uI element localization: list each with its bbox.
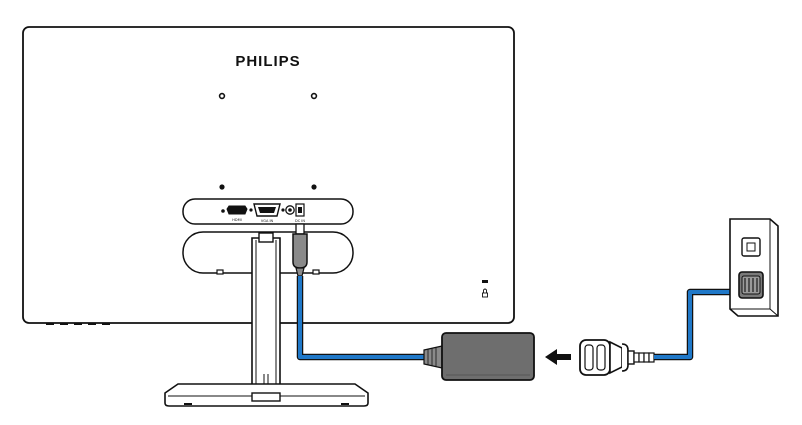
vga-port[interactable]: VGA IN <box>249 203 285 223</box>
stand-mount-clips <box>216 269 320 275</box>
mount-hole <box>311 184 317 190</box>
hdmi-port[interactable]: HDMI <box>226 205 248 222</box>
mount-hole <box>219 184 225 190</box>
dc-plug <box>292 223 308 277</box>
mount-hole <box>310 92 318 100</box>
vga-port-label: VGA IN <box>261 219 274 223</box>
wall-outlet <box>729 218 779 317</box>
brand-logo: PHILIPS <box>235 53 300 70</box>
dc-in-port-label: DC IN <box>295 219 305 223</box>
hdmi-port-label: HDMI <box>232 218 241 222</box>
wall-plate <box>729 218 779 317</box>
mount-hole <box>218 92 226 100</box>
monitor-stand <box>164 232 369 407</box>
dc-in-port[interactable]: DC IN <box>295 203 305 223</box>
lower-holes <box>219 184 317 190</box>
adapter-brick <box>441 332 535 381</box>
indicator-dot <box>221 209 225 213</box>
kensington-lock-icon <box>482 280 488 298</box>
dc-cable <box>296 276 424 361</box>
audio-port[interactable] <box>285 205 295 215</box>
arrow-left-icon <box>545 349 571 365</box>
power-adapter <box>423 332 535 381</box>
monitor-back: PHILIPS HDMI VGA IN <box>22 26 515 325</box>
vesa-mount-holes <box>218 92 318 100</box>
ac-cord-plug <box>579 339 655 376</box>
ac-power-cable <box>654 288 738 361</box>
